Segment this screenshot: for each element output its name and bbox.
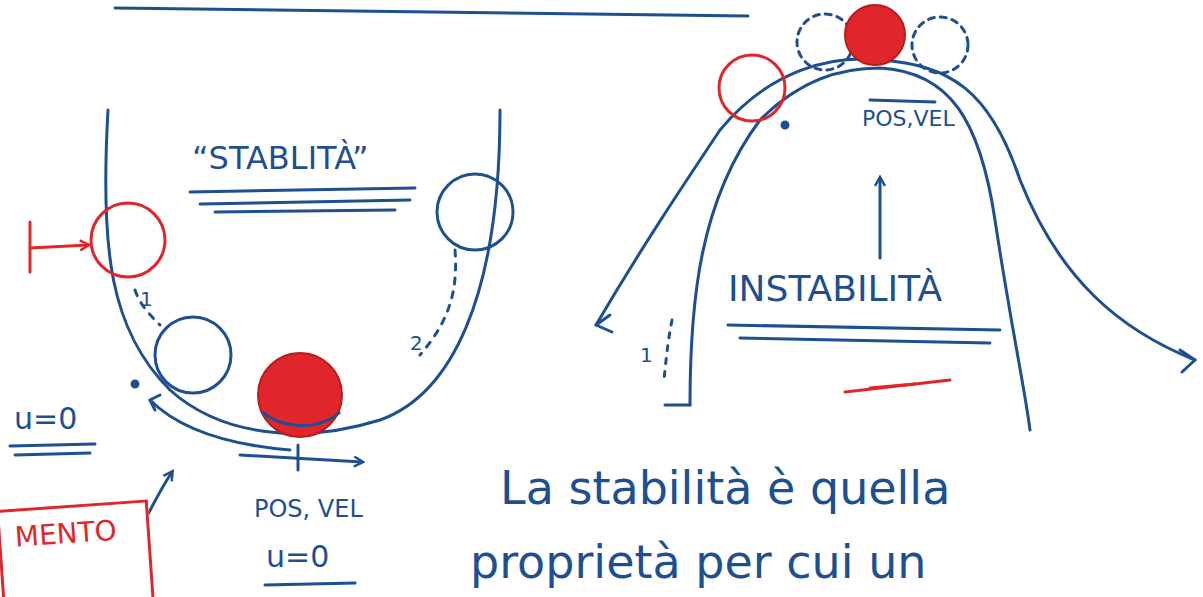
hill-outline xyxy=(596,59,1195,360)
ball-outline xyxy=(155,317,231,393)
handwritten-note: La stabilità è quella xyxy=(500,462,950,515)
box-text: MENTO xyxy=(0,503,148,555)
note-box: MENTO xyxy=(0,499,155,597)
annotation: u=0 xyxy=(14,402,77,437)
step-number: 1 xyxy=(140,288,153,311)
annotation: POS,VEL xyxy=(862,106,955,131)
annotation: POS, VEL xyxy=(254,496,363,524)
annotation: u=0 xyxy=(266,540,329,575)
step-number: 2 xyxy=(410,332,423,355)
ball xyxy=(258,353,342,437)
ball-outline xyxy=(719,55,785,121)
annotation: INSTABILITÀ xyxy=(728,268,942,309)
ball-outline xyxy=(91,203,165,277)
handwritten-note: proprietà per cui un xyxy=(470,536,926,589)
ball xyxy=(845,5,905,65)
ball-outline xyxy=(437,174,513,250)
step-number: 1 xyxy=(640,344,653,367)
annotation: “STABLITÀ” xyxy=(192,140,369,177)
